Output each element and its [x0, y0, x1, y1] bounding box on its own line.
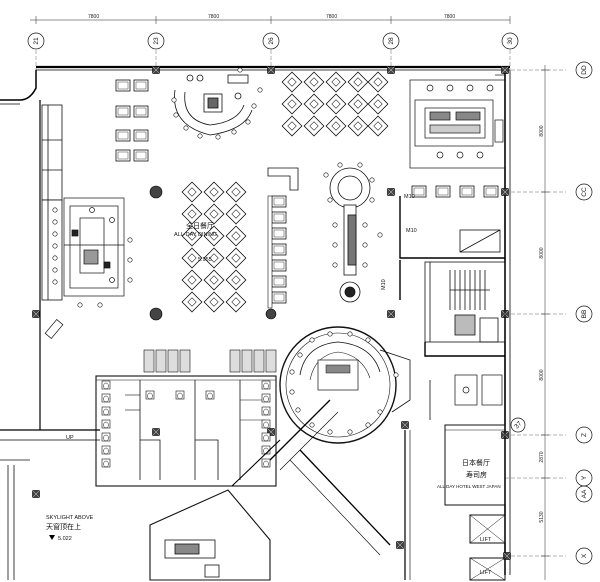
service-core — [424, 229, 506, 343]
lift-tag-2: LIFT — [480, 570, 492, 576]
svg-text:Y: Y — [581, 475, 588, 480]
svg-text:DD: DD — [581, 65, 588, 75]
row-bubble-aa: AA — [575, 485, 593, 503]
row-bubble-x: X — [575, 547, 593, 565]
round-lounge — [279, 326, 411, 444]
column-bubble-26: 26 — [262, 32, 280, 50]
japanese-label-cn2: 寿司房 — [466, 470, 487, 479]
diagonal-walls — [231, 399, 411, 580]
svg-text:X: X — [581, 553, 588, 558]
left-banquette — [41, 104, 63, 301]
column-bubble-28: 28 — [382, 32, 400, 50]
door-tag-3: M10 — [381, 279, 387, 290]
svg-text:CC: CC — [581, 187, 588, 197]
dimension-cc-bb: 8000 — [539, 247, 545, 258]
restroom-fixtures — [101, 380, 271, 468]
door-tag-1: M10 — [404, 194, 415, 200]
kitchen-top-right — [409, 74, 506, 169]
svg-text:30: 30 — [507, 37, 514, 45]
dining-label-en: ALL-DAY DINING — [174, 232, 217, 238]
dining-level: 5.955 — [198, 257, 212, 263]
grid-lines — [35, 50, 566, 557]
booth-back-wall — [267, 195, 273, 309]
svg-text:Z: Z — [581, 433, 588, 437]
dimension-21-23: 7800 — [88, 14, 99, 20]
japanese-label-en: ALL DAY HOTEL WEST JAPAN — [437, 484, 501, 489]
dimension-z-y: 2870 — [539, 451, 545, 462]
side-table — [44, 319, 64, 339]
level-marker-icon — [49, 535, 55, 540]
up-tag: UP — [66, 435, 74, 441]
dining-tables-center — [181, 181, 247, 313]
lift-tag-1: LIFT — [480, 537, 492, 543]
dining-tables-top — [281, 71, 389, 137]
round-columns — [149, 185, 277, 321]
skylight-label-cn: 天窗顶在上 — [46, 522, 81, 531]
lower-lounge — [149, 489, 271, 581]
svg-text:23: 23 — [153, 37, 160, 45]
dimension-dd-cc: 8000 — [539, 125, 545, 136]
service-walls — [399, 196, 505, 357]
exterior-walls — [0, 65, 511, 575]
left-service-bar — [63, 197, 125, 297]
column-bubble-30: 30 — [501, 32, 519, 50]
round-bar-upper — [329, 167, 371, 303]
curved-counter-top — [174, 74, 253, 136]
column-bubble-23: 23 — [147, 32, 165, 50]
booths-left — [115, 79, 149, 162]
row-bubble-z: Z — [575, 426, 593, 444]
svg-text:21: 21 — [33, 37, 40, 45]
dimension-26-28: 7800 — [326, 14, 337, 20]
column-bubble-21: 21 — [27, 32, 45, 50]
top-dimension-line — [30, 16, 511, 24]
japanese-label-cn: 日本餐厅 — [462, 458, 490, 467]
booths-center — [271, 195, 287, 304]
svg-text:28: 28 — [388, 37, 395, 45]
dimension-y-x: 5130 — [539, 511, 545, 522]
dimension-23-26: 7800 — [208, 14, 219, 20]
row-bubble-cc: CC — [575, 183, 593, 201]
l-partition — [267, 167, 299, 191]
dimension-28-30: 7800 — [444, 14, 455, 20]
booths-right — [411, 185, 499, 198]
right-dimension-line — [541, 65, 549, 580]
skylight-level: 5.022 — [58, 536, 72, 542]
dimension-bb-z: 8000 — [539, 369, 545, 380]
grid-bubble-37: 37 — [510, 417, 526, 433]
japanese-restaurant-walls — [444, 424, 506, 581]
row-bubble-dd: DD — [575, 61, 593, 79]
svg-text:26: 26 — [268, 37, 275, 45]
door-tag-2: M10 — [406, 228, 417, 234]
row-bubble-y: Y — [575, 469, 593, 487]
skylight-label-en: SKYLIGHT ABOVE — [46, 515, 94, 521]
svg-text:BB: BB — [581, 310, 588, 319]
right-mid-fixtures — [429, 374, 503, 420]
restroom-block — [95, 375, 277, 487]
svg-text:37: 37 — [513, 420, 523, 430]
lower-left-exterior — [0, 459, 30, 580]
row-bubble-bb: BB — [575, 305, 593, 323]
dining-label-cn: 全日餐厅 — [186, 221, 214, 230]
svg-text:AA: AA — [581, 489, 588, 498]
partition-screens — [143, 349, 277, 373]
